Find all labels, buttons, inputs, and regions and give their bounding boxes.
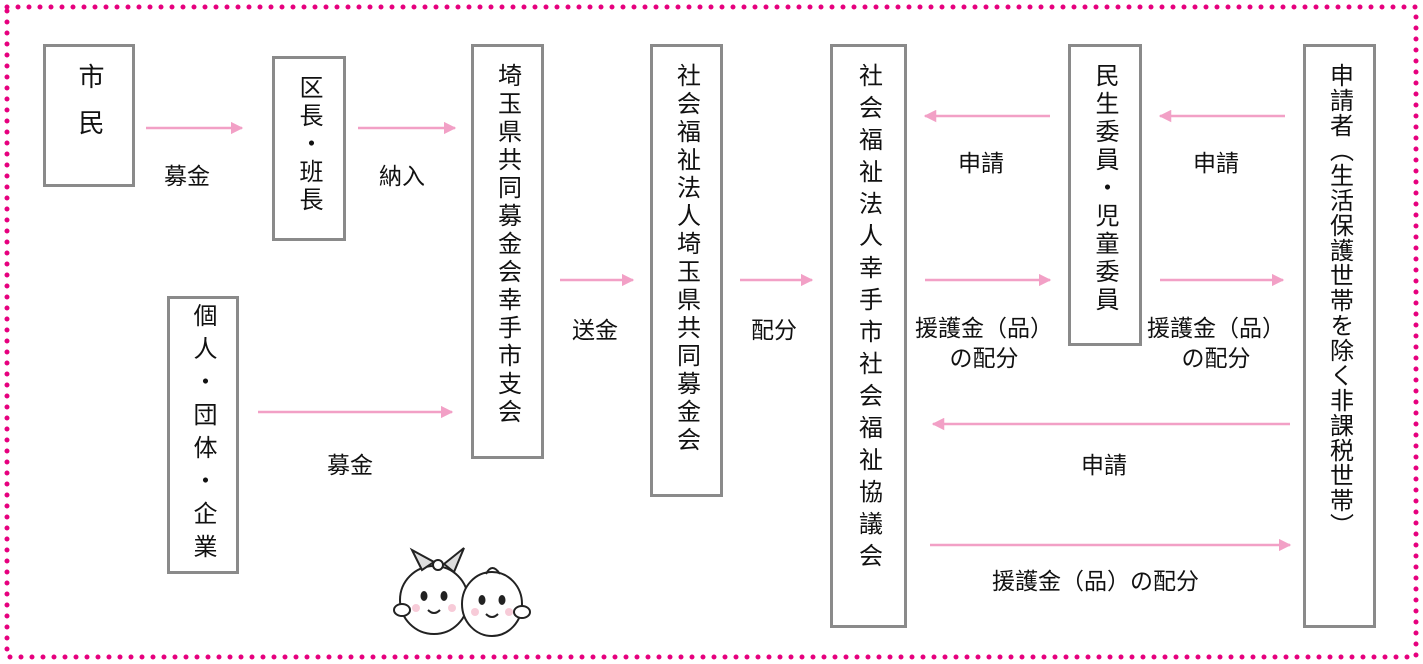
label-aid-dist-2: 援護金（品） の配分 (1146, 314, 1286, 374)
citizens-label: 市民 (74, 63, 104, 155)
box-council: 社会福祉法人幸手市社会福祉協議会 (830, 44, 907, 628)
box-citizens: 市民 (43, 44, 135, 187)
aid-dist-2-line1: 援護金（品） (1147, 316, 1285, 342)
label-apply-1: 申請 (958, 151, 1004, 177)
box-applicants: 申請者（生活保護世帯を除く非課税世帯） (1303, 44, 1376, 628)
aid-dist-2-line2: の配分 (1181, 346, 1251, 372)
branch-label: 埼玉県共同募金会幸手市支会 (493, 63, 522, 427)
label-aid-dist-1: 援護金（品） の配分 (914, 314, 1054, 374)
label-apply-2: 申請 (1193, 151, 1239, 177)
label-apply-3: 申請 (1081, 453, 1127, 479)
aid-dist-1-line2: の配分 (949, 346, 1019, 372)
council-label: 社会福祉法人幸手市社会福祉協議会 (854, 63, 883, 575)
label-remittance: 送金 (572, 318, 618, 344)
box-ward-heads: 区長・班長 (272, 56, 346, 241)
twin-mascot-characters-icon (393, 547, 531, 637)
label-donation-1: 募金 (164, 164, 210, 190)
applicants-label: 申請者（生活保護世帯を除く非課税世帯） (1325, 63, 1354, 538)
label-distribution: 配分 (751, 318, 797, 344)
prefecture-label: 社会福祉法人埼玉県共同募金会 (672, 63, 701, 455)
label-payment: 納入 (379, 164, 425, 190)
box-branch: 埼玉県共同募金会幸手市支会 (471, 44, 544, 459)
ward-heads-label: 区長・班長 (295, 75, 323, 215)
box-welfare-commissioners: 民生委員・児童委員 (1068, 44, 1142, 346)
aid-dist-1-line1: 援護金（品） (915, 316, 1053, 342)
welfare-commissioners-label: 民生委員・児童委員 (1091, 63, 1119, 315)
individuals-label: 個人・団体・企業 (189, 303, 217, 567)
label-aid-dist-3: 援護金（品）の配分 (992, 569, 1199, 595)
box-prefecture: 社会福祉法人埼玉県共同募金会 (650, 44, 723, 497)
label-donation-2: 募金 (327, 453, 373, 479)
box-individuals: 個人・団体・企業 (167, 296, 239, 574)
